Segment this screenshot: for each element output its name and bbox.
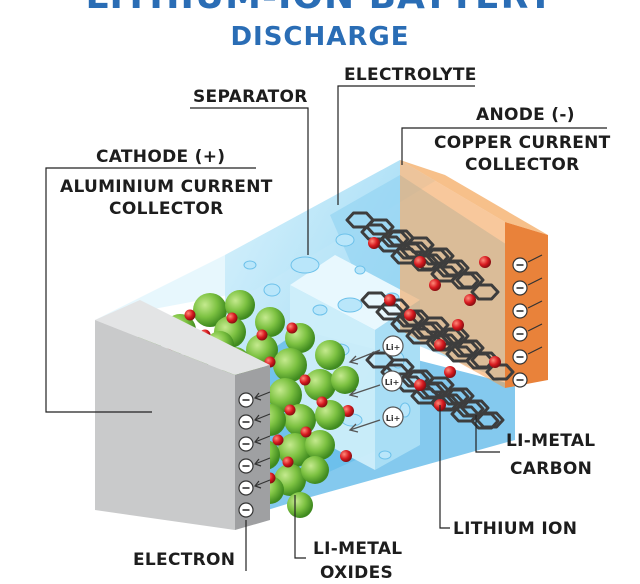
carbon-label: CARBON [510,459,593,479]
oxides-leader [294,495,306,559]
cathode-collector-front [95,320,235,530]
anode-leader [401,127,607,165]
carbon-hexagon [485,363,515,381]
cathode-lithium-ion [300,426,312,438]
cathode-lithium-ion [284,404,296,416]
diagram-title: LITHIUM-ION BATTERY [0,0,640,17]
separator-leader [190,107,309,255]
cathode-particle [301,456,329,484]
electrolyte-label: ELECTROLYTE [344,65,477,85]
battery-diagram: Li+ Li+ Li+ [45,85,607,571]
carbon-hexagon [465,352,495,370]
cathode-particle [255,307,285,337]
anode-collector-front [505,222,548,388]
carbon-hexagon [475,411,505,429]
li-badge-2: Li+ [385,378,400,387]
lithium-ion-leader [439,405,450,529]
cathode-particle [193,293,227,327]
cathode-electron-arrows [253,391,271,489]
cathode-lithium-ion [272,434,284,446]
carbon-leader [475,415,500,453]
li-metal-oxides-label: LI-METAL [313,539,403,559]
carbon-hexagon [470,412,500,430]
carbon-hexagon [430,394,460,412]
copper-collector-label: COPPER CURRENT COLLECTOR [434,133,611,175]
cathode-particle [225,290,255,320]
cathode-electrons [238,392,254,518]
carbon-hexagon [470,283,500,301]
cathode-leader [45,167,256,413]
anode-collector-top [400,160,548,235]
cathode-lithium-ion [299,374,311,386]
carbon-lattice [345,211,515,430]
cathode-lithium-ion [256,329,268,341]
carbon-hexagon [410,254,440,272]
cathode-collector-top [95,300,270,375]
anode-electron-arrows [527,254,543,355]
cathode-lithium-ion [184,309,196,321]
cathode-particle [305,430,335,460]
electrolyte-leader [337,85,475,205]
cathode-particle [315,400,345,430]
leader-lines [45,85,607,571]
cathode-particle [304,369,336,401]
cathode-lithium-ion [226,312,238,324]
cathode-particle [268,378,302,412]
cathode-lithium-ion [282,456,294,468]
electron-label: ELECTRON [133,550,236,570]
cathode-lithium-ion [286,322,298,334]
cathode-particle [287,492,313,518]
cathode-particle [315,340,345,370]
diagram-subtitle: DISCHARGE [230,22,410,52]
anode-lithium-ions [368,237,501,411]
separator-label: SEPARATOR [193,87,308,107]
cathode-lithium-ion [316,396,328,408]
li-metal-carbon-label: LI-METAL [506,431,596,451]
li-badge-3: Li+ [386,414,401,423]
lithium-ion-label: LITHIUM ION [453,519,578,539]
cathode-label: CATHODE (+) [96,147,226,167]
cathode-particle [331,366,359,394]
aluminium-collector-label: ALUMINIUM CURRENT COLLECTOR [60,177,273,219]
anode-label: ANODE (-) [476,105,575,125]
carbon-hexagon [450,272,480,290]
ion-movement-arrows [348,349,381,433]
li-badge-1: Li+ [386,343,401,352]
oxides-label: OXIDES [320,563,394,583]
cathode-particle [273,348,307,382]
carbon-hexagon [425,334,455,352]
anode-electrons [512,257,528,388]
li-ion-badges: Li+ Li+ Li+ [381,335,404,428]
